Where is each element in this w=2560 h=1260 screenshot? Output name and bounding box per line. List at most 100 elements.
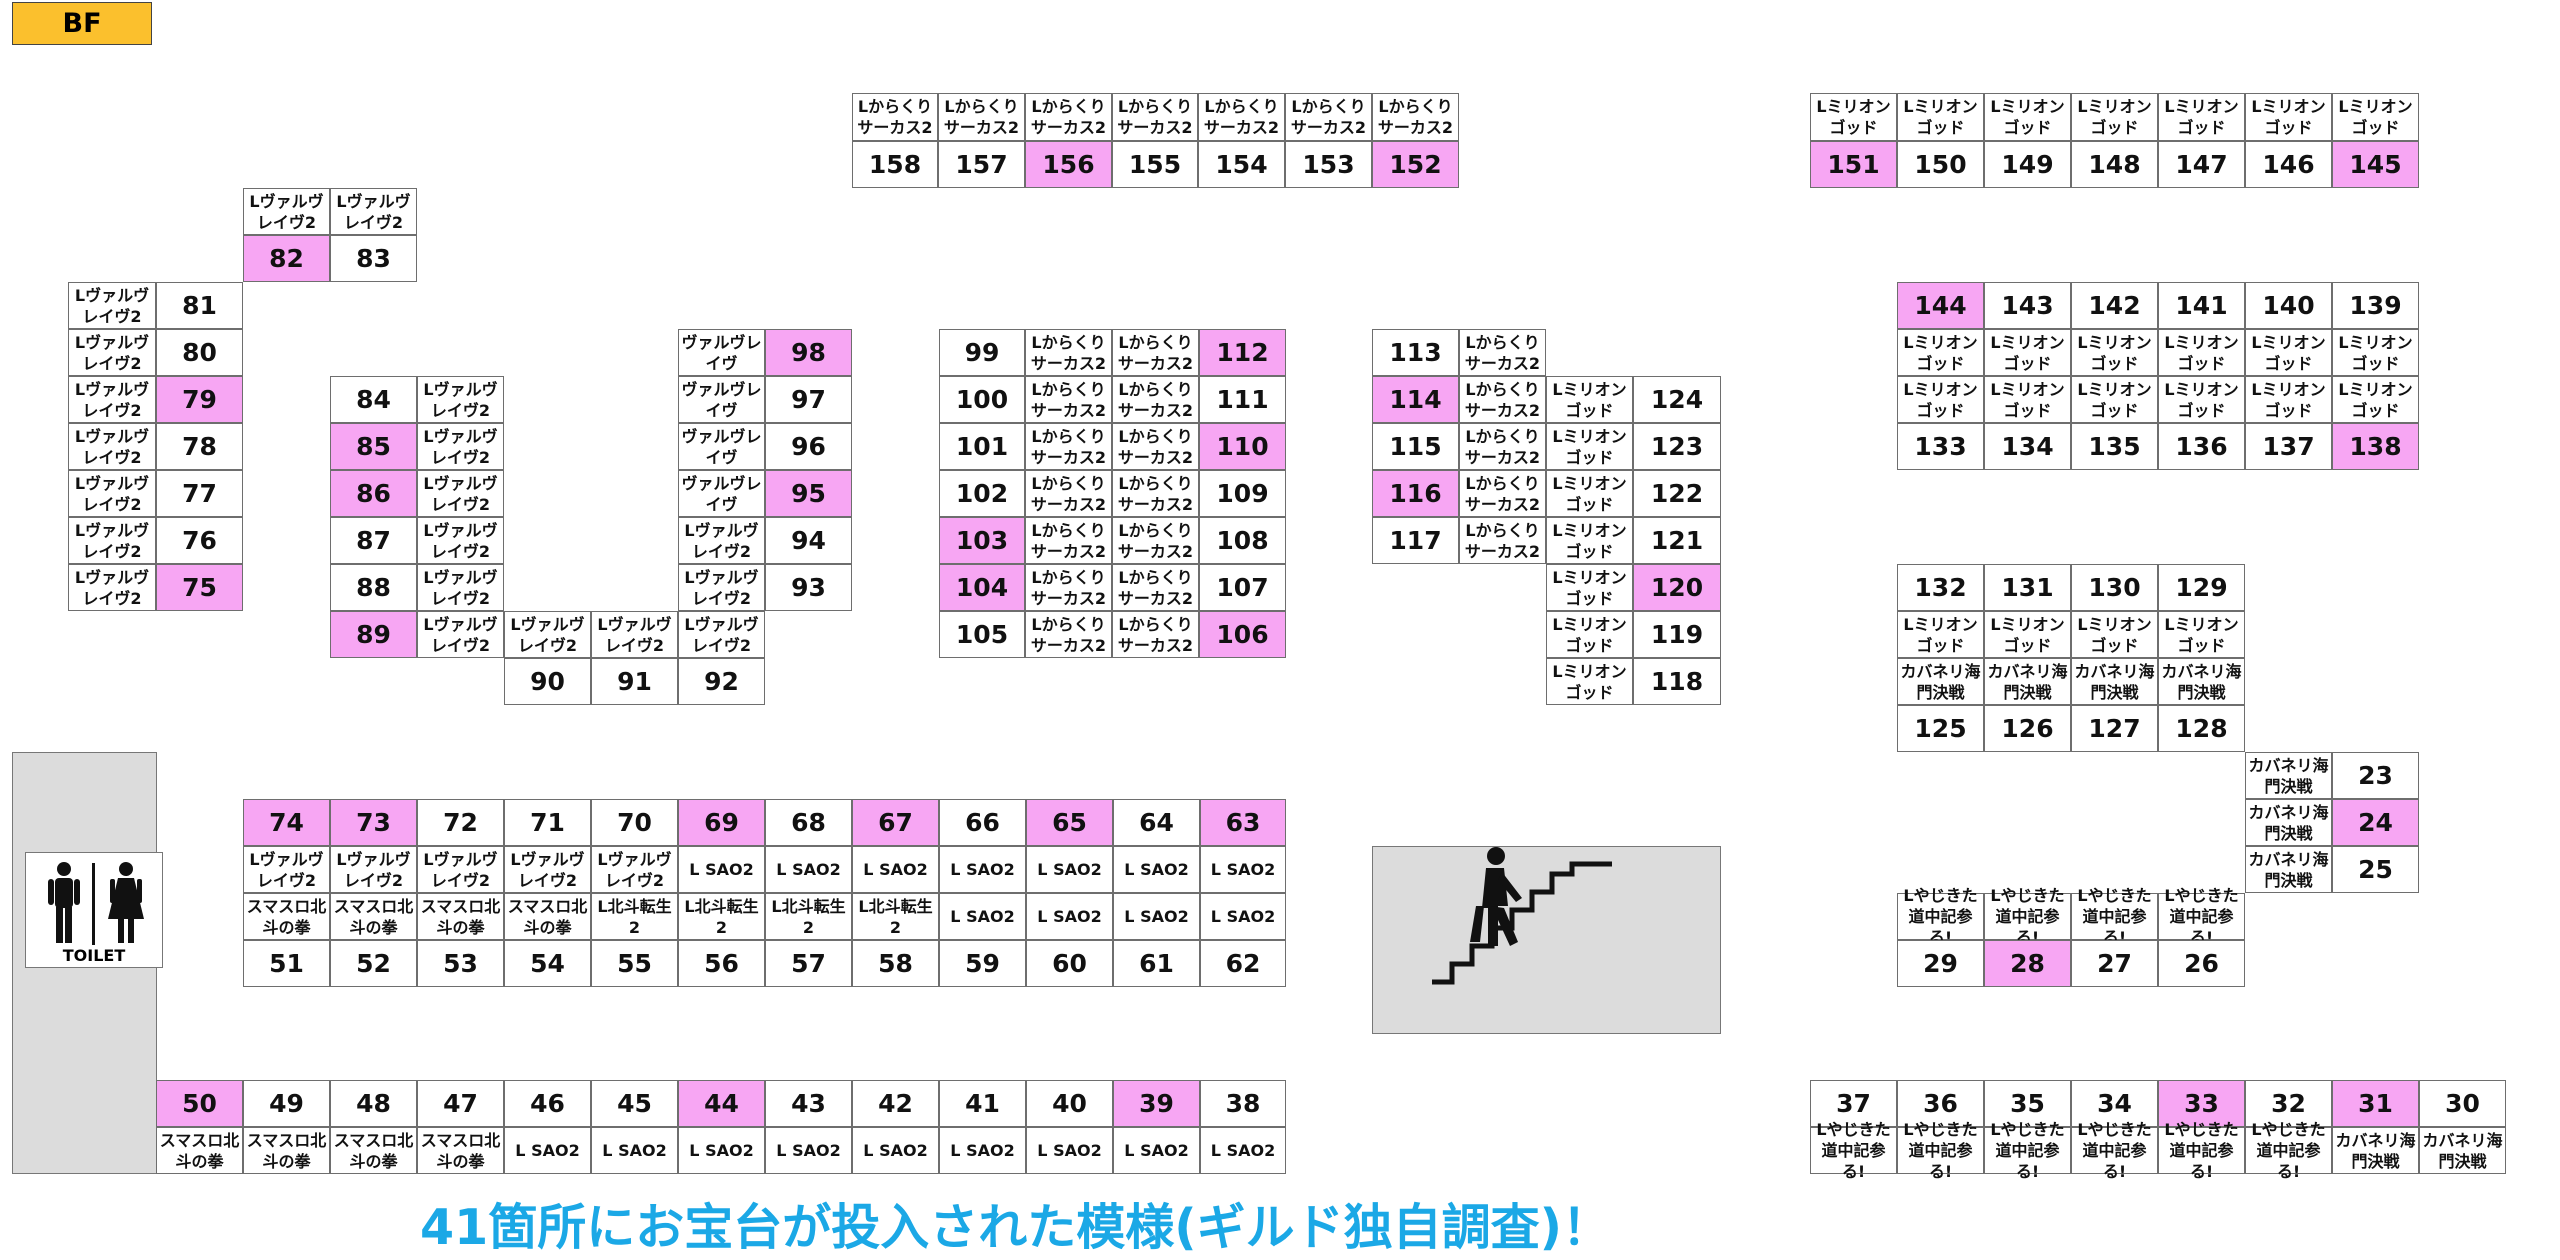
machine-number[interactable]: 114 [1372, 376, 1459, 423]
machine-number[interactable]: 99 [939, 329, 1025, 376]
machine-number[interactable]: 112 [1199, 329, 1286, 376]
machine-number[interactable]: 67 [852, 799, 939, 846]
machine-number[interactable]: 130 [2071, 564, 2158, 611]
machine-number[interactable]: 87 [330, 517, 417, 564]
machine-number[interactable]: 72 [417, 799, 504, 846]
machine-number[interactable]: 39 [1113, 1080, 1200, 1127]
machine-number[interactable]: 126 [1984, 705, 2071, 752]
machine-number[interactable]: 34 [2071, 1080, 2158, 1127]
machine-number[interactable]: 51 [243, 940, 330, 987]
machine-number[interactable]: 98 [765, 329, 852, 376]
machine-number[interactable]: 84 [330, 376, 417, 423]
machine-number[interactable]: 158 [852, 141, 938, 188]
machine-number[interactable]: 140 [2245, 282, 2332, 329]
machine-number[interactable]: 152 [1372, 141, 1459, 188]
machine-number[interactable]: 43 [765, 1080, 852, 1127]
machine-number[interactable]: 91 [591, 658, 678, 705]
machine-number[interactable]: 153 [1285, 141, 1372, 188]
machine-number[interactable]: 156 [1025, 141, 1112, 188]
machine-number[interactable]: 85 [330, 423, 417, 470]
machine-number[interactable]: 147 [2158, 141, 2245, 188]
machine-number[interactable]: 78 [156, 423, 243, 470]
machine-number[interactable]: 125 [1897, 705, 1984, 752]
machine-number[interactable]: 47 [417, 1080, 504, 1127]
machine-number[interactable]: 30 [2419, 1080, 2506, 1127]
machine-number[interactable]: 61 [1113, 940, 1200, 987]
machine-number[interactable]: 68 [765, 799, 852, 846]
machine-number[interactable]: 40 [1026, 1080, 1113, 1127]
machine-number[interactable]: 66 [939, 799, 1026, 846]
machine-number[interactable]: 138 [2332, 423, 2419, 470]
machine-number[interactable]: 60 [1026, 940, 1113, 987]
machine-number[interactable]: 26 [2158, 940, 2245, 987]
machine-number[interactable]: 100 [939, 376, 1025, 423]
machine-number[interactable]: 93 [765, 564, 852, 611]
machine-number[interactable]: 117 [1372, 517, 1459, 564]
machine-number[interactable]: 92 [678, 658, 765, 705]
machine-number[interactable]: 83 [330, 235, 417, 282]
machine-number[interactable]: 129 [2158, 564, 2245, 611]
machine-number[interactable]: 90 [504, 658, 591, 705]
machine-number[interactable]: 55 [591, 940, 678, 987]
machine-number[interactable]: 35 [1984, 1080, 2071, 1127]
machine-number[interactable]: 102 [939, 470, 1025, 517]
machine-number[interactable]: 119 [1633, 611, 1721, 658]
machine-number[interactable]: 56 [678, 940, 765, 987]
machine-number[interactable]: 134 [1984, 423, 2071, 470]
machine-number[interactable]: 157 [938, 141, 1025, 188]
machine-number[interactable]: 75 [156, 564, 243, 611]
machine-number[interactable]: 32 [2245, 1080, 2332, 1127]
machine-number[interactable]: 109 [1199, 470, 1286, 517]
machine-number[interactable]: 38 [1200, 1080, 1286, 1127]
machine-number[interactable]: 124 [1633, 376, 1721, 423]
machine-number[interactable]: 111 [1199, 376, 1286, 423]
machine-number[interactable]: 65 [1026, 799, 1113, 846]
machine-number[interactable]: 77 [156, 470, 243, 517]
machine-number[interactable]: 144 [1897, 282, 1984, 329]
machine-number[interactable]: 118 [1633, 658, 1721, 705]
machine-number[interactable]: 115 [1372, 423, 1459, 470]
machine-number[interactable]: 149 [1984, 141, 2071, 188]
machine-number[interactable]: 28 [1984, 940, 2071, 987]
machine-number[interactable]: 52 [330, 940, 417, 987]
machine-number[interactable]: 81 [156, 282, 243, 329]
machine-number[interactable]: 136 [2158, 423, 2245, 470]
machine-number[interactable]: 45 [591, 1080, 678, 1127]
machine-number[interactable]: 137 [2245, 423, 2332, 470]
machine-number[interactable]: 101 [939, 423, 1025, 470]
machine-number[interactable]: 142 [2071, 282, 2158, 329]
machine-number[interactable]: 37 [1810, 1080, 1897, 1127]
machine-number[interactable]: 36 [1897, 1080, 1984, 1127]
machine-number[interactable]: 23 [2332, 752, 2419, 799]
machine-number[interactable]: 31 [2332, 1080, 2419, 1127]
machine-number[interactable]: 127 [2071, 705, 2158, 752]
machine-number[interactable]: 76 [156, 517, 243, 564]
machine-number[interactable]: 71 [504, 799, 591, 846]
machine-number[interactable]: 133 [1897, 423, 1984, 470]
machine-number[interactable]: 63 [1200, 799, 1286, 846]
machine-number[interactable]: 107 [1199, 564, 1286, 611]
machine-number[interactable]: 95 [765, 470, 852, 517]
machine-number[interactable]: 82 [243, 235, 330, 282]
machine-number[interactable]: 116 [1372, 470, 1459, 517]
machine-number[interactable]: 80 [156, 329, 243, 376]
machine-number[interactable]: 108 [1199, 517, 1286, 564]
machine-number[interactable]: 128 [2158, 705, 2245, 752]
machine-number[interactable]: 70 [591, 799, 678, 846]
machine-number[interactable]: 94 [765, 517, 852, 564]
machine-number[interactable]: 86 [330, 470, 417, 517]
machine-number[interactable]: 145 [2332, 141, 2419, 188]
machine-number[interactable]: 50 [156, 1080, 243, 1127]
machine-number[interactable]: 135 [2071, 423, 2158, 470]
machine-number[interactable]: 97 [765, 376, 852, 423]
machine-number[interactable]: 46 [504, 1080, 591, 1127]
machine-number[interactable]: 74 [243, 799, 330, 846]
machine-number[interactable]: 89 [330, 611, 417, 658]
machine-number[interactable]: 62 [1200, 940, 1286, 987]
machine-number[interactable]: 131 [1984, 564, 2071, 611]
machine-number[interactable]: 110 [1199, 423, 1286, 470]
machine-number[interactable]: 120 [1633, 564, 1721, 611]
machine-number[interactable]: 122 [1633, 470, 1721, 517]
machine-number[interactable]: 105 [939, 611, 1025, 658]
machine-number[interactable]: 58 [852, 940, 939, 987]
